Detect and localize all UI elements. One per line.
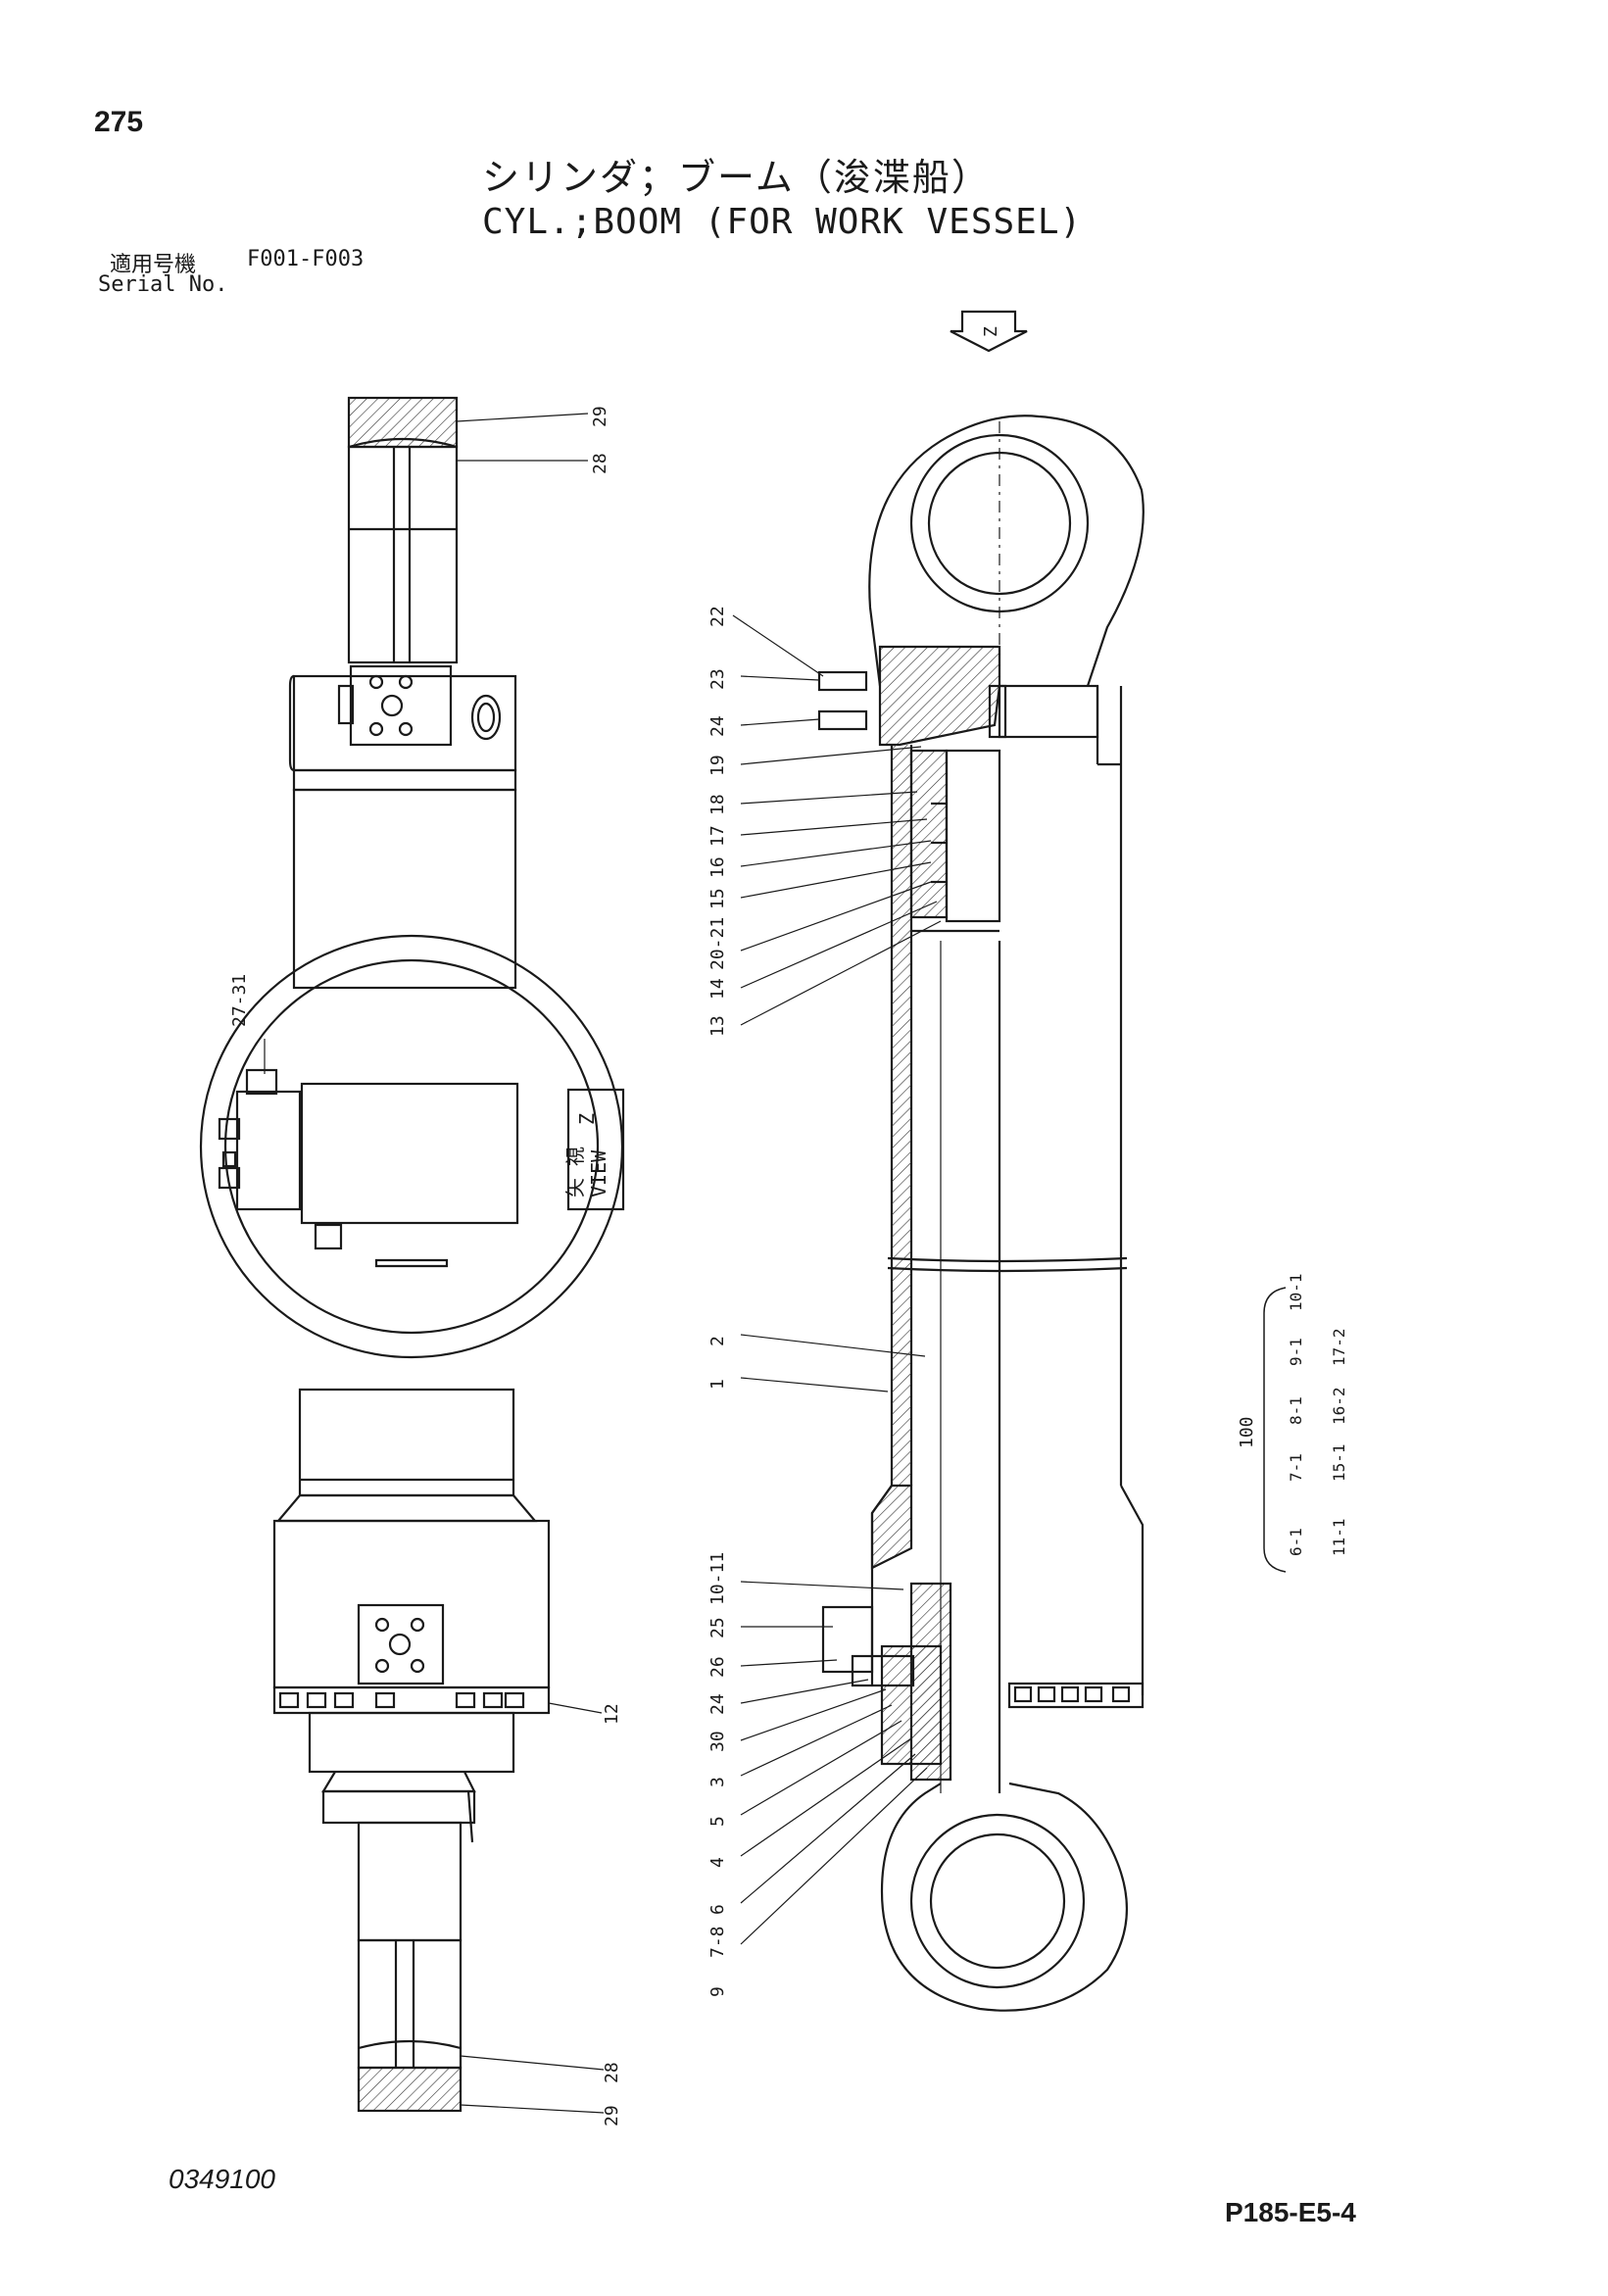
kit-row2-item4: 17-2 [1330,1328,1348,1366]
callout-28-bottom: 28 [602,2062,622,2083]
callout-20-21: 20-21 [707,917,728,970]
callout-leaders [264,413,942,2114]
view-z-arrow-letter: Z [981,326,1001,337]
kit-number: 100 [1237,1416,1257,1448]
main-cylinder-section [817,415,1145,2012]
callout-1: 1 [707,1379,728,1390]
callout-30: 30 [707,1731,728,1752]
callout-19: 19 [707,755,728,776]
page-number: 275 [94,106,144,138]
view-z-end-view [199,934,625,1359]
callout-26: 26 [707,1656,728,1678]
callout-10-11: 10-11 [707,1552,728,1605]
serial-range: F001-F003 [247,247,365,271]
kit-row1-item5: 10-1 [1287,1273,1305,1311]
serial-label-japanese: 適用号機 [110,253,197,277]
kit-bracket [1263,1287,1287,1573]
drawing-number: 0349100 [169,2164,276,2194]
kit-row1-item4: 9-1 [1287,1338,1305,1366]
callout-2: 2 [707,1336,728,1346]
callout-14: 14 [707,978,728,1000]
bottom-side-view [272,1388,551,2113]
callout-18: 18 [707,794,728,815]
callout-5: 5 [707,1816,728,1827]
callout-27-31: 27-31 [229,974,250,1027]
callout-4: 4 [707,1857,728,1868]
view-z-label-ja: 矢 視 [563,1147,587,1197]
callout-15: 15 [707,888,728,909]
callout-6: 6 [707,1904,728,1915]
kit-row2-item3: 16-2 [1330,1387,1348,1425]
callout-17: 17 [707,825,728,847]
kit-row1-item3: 8-1 [1287,1396,1305,1425]
top-side-view [288,396,517,990]
callout-labels: 29 28 27-31 12 28 29 22 23 24 19 18 17 1… [229,406,728,2126]
view-z-label-en: VIEW [587,1149,610,1197]
title-japanese: シリンダ；ブーム（浚渫船） [482,156,991,199]
view-z-label-box: 矢 視 VIEW Z [563,1113,610,1197]
page-code: P185-E5-4 [1225,2197,1356,2227]
callout-3: 3 [707,1777,728,1787]
view-z-arrow: Z [950,310,1028,353]
serial-label-english: Serial No. [98,272,228,297]
kit-row1-item2: 7-1 [1287,1453,1305,1482]
callout-22: 22 [707,606,728,627]
callout-23: 23 [707,668,728,690]
callout-28-top: 28 [590,453,610,474]
kit-row1-item1: 6-1 [1287,1528,1305,1556]
kit-list: 100 6-1 7-1 8-1 9-1 10-1 11-1 15-1 16-2 … [1237,1273,1348,1556]
callout-24-top: 24 [707,715,728,737]
callout-9: 9 [707,1986,728,1997]
callout-24-bottom: 24 [707,1693,728,1715]
kit-row2-item2: 15-1 [1330,1443,1348,1482]
title-english: CYL.;BOOM (FOR WORK VESSEL) [482,202,1083,242]
callout-7-8: 7-8 [707,1926,728,1958]
callout-13: 13 [707,1015,728,1037]
callout-25: 25 [707,1617,728,1638]
callout-12: 12 [602,1703,622,1725]
callout-29-top: 29 [590,406,610,427]
callout-29-bottom: 29 [602,2105,622,2126]
kit-row2-item1: 11-1 [1330,1518,1348,1556]
view-z-label-letter: Z [575,1113,599,1125]
callout-16: 16 [707,856,728,878]
